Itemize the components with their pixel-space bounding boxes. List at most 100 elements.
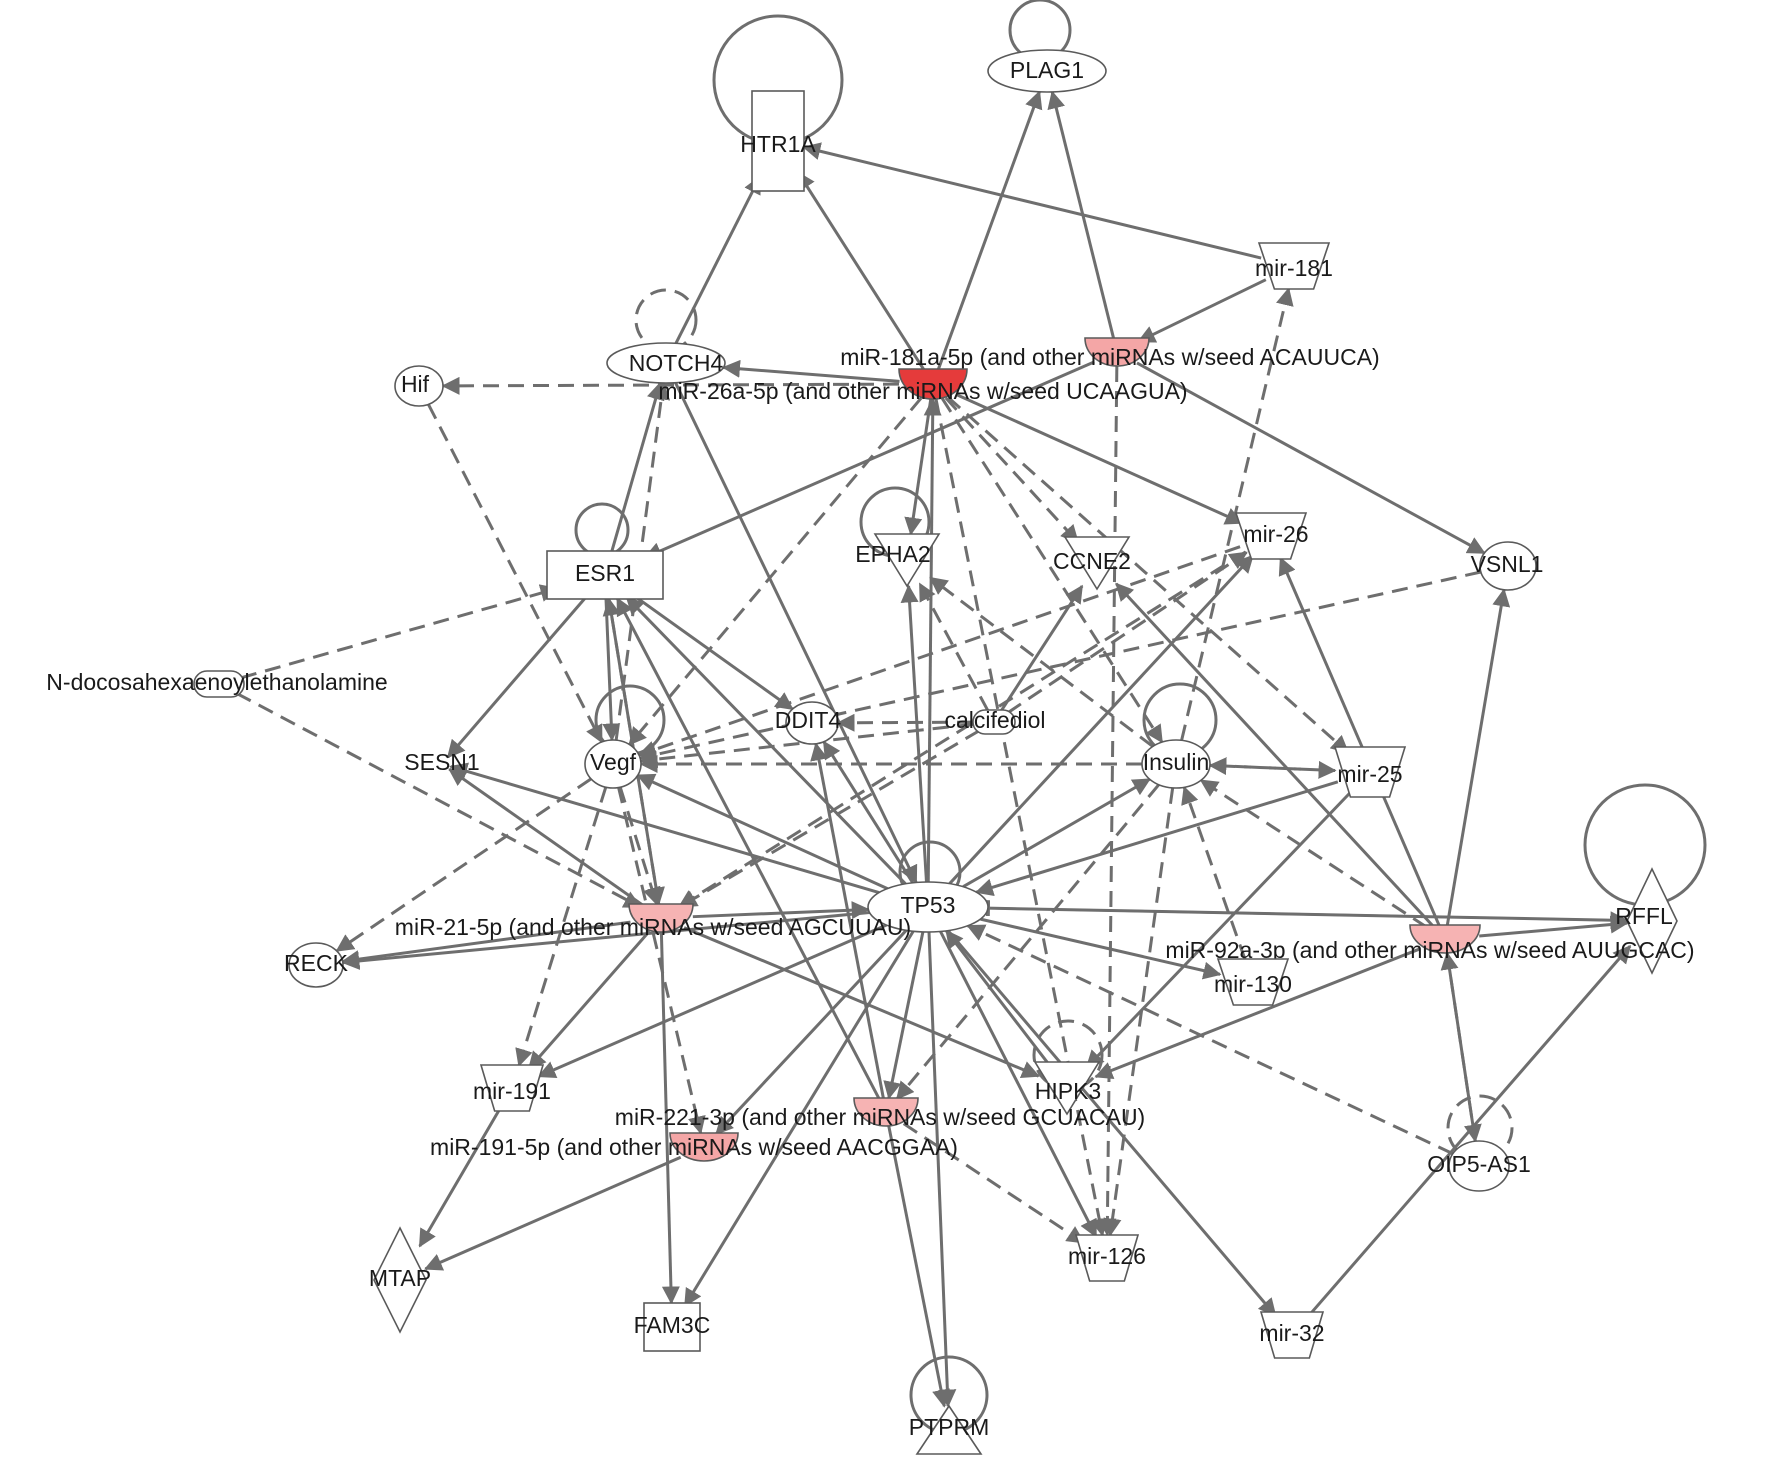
node-mir126[interactable]: mir-126 [1068,1234,1146,1282]
node-FAM3C[interactable]: FAM3C [634,1302,711,1352]
node-miR26a[interactable]: miR-26a-5p (and other miRNAs w/seed UCAA… [658,368,1188,404]
node-label-mir126: mir-126 [1068,1243,1146,1269]
node-shape-HTR1A[interactable] [751,90,805,192]
node-shape-CCNE2[interactable] [1063,536,1131,591]
edge-miR26a-to-NOTCH4 [721,359,900,383]
node-OIP5[interactable]: OIP5-AS1 [1427,1140,1531,1192]
node-EPHA2[interactable]: EPHA2 [855,533,941,588]
edge-Vegf-to-RECK [335,777,592,953]
node-NDEA[interactable]: N-docosahexaenoylethanolamine [46,669,388,698]
node-shape-mir32[interactable] [1259,1311,1325,1359]
node-miR21[interactable]: miR-21-5p (and other miRNAs w/seed AGCUU… [395,903,911,940]
node-miR181a[interactable]: miR-181a-5p (and other miRNAs w/seed ACA… [840,337,1380,370]
node-shape-miR92a[interactable] [1409,924,1481,954]
node-VSNL1[interactable]: VSNL1 [1471,541,1544,591]
edge-miR221-to-PTPRM [887,1125,950,1408]
edge-miR21-to-FAM3C [659,931,680,1305]
node-miR191[interactable]: miR-191-5p (and other miRNAs w/seed AACG… [430,1132,958,1162]
node-shape-RFFL[interactable] [1626,867,1678,975]
node-HTR1A[interactable]: HTR1A [740,90,816,192]
node-HIPK3[interactable]: HIPK3 [1033,1061,1101,1116]
node-mir26[interactable]: mir-26 [1234,512,1309,560]
node-shape-RECK[interactable] [288,942,344,988]
edge-TP53-to-miR221 [883,931,925,1100]
edge-miR26a-to-EPHA2 [904,398,933,536]
node-shape-miR21[interactable] [628,903,694,933]
node-label-miR21: miR-21-5p (and other miRNAs w/seed AGCUU… [395,914,911,940]
node-shape-HIPK3[interactable] [1033,1061,1101,1116]
node-shape-ESR1[interactable] [546,550,664,600]
node-shape-mir191[interactable] [479,1064,545,1112]
node-shape-mir130[interactable] [1216,958,1290,1006]
node-label-CCNE2: CCNE2 [1053,548,1131,574]
node-Vegf[interactable]: Vegf [584,739,642,789]
edge-TP53-to-miR26a [923,397,942,883]
node-shape-mir26[interactable] [1234,512,1308,560]
node-mir130[interactable]: mir-130 [1214,958,1292,1006]
node-RECK[interactable]: RECK [284,942,349,988]
node-mir181[interactable]: mir-181 [1255,242,1333,290]
edge-miR221-to-mir126 [902,1122,1086,1244]
node-shape-miR191[interactable] [669,1132,739,1162]
node-mir191[interactable]: mir-191 [473,1064,551,1112]
node-mir32[interactable]: mir-32 [1259,1311,1325,1359]
node-miR221[interactable]: miR-221-3p (and other miRNAs w/seed GCUA… [615,1097,1145,1130]
edge-RFFL-to-TP53 [985,900,1628,922]
node-SESN1[interactable]: SESN1 [404,749,479,775]
node-shape-miR26a[interactable] [898,368,968,400]
node-shape-PTPRM[interactable] [915,1404,983,1455]
node-shape-DDIT4[interactable] [785,701,839,745]
node-PTPRM[interactable]: PTPRM [909,1404,990,1455]
node-shape-Hif[interactable] [394,365,444,407]
node-label-miR221: miR-221-3p (and other miRNAs w/seed GCUA… [615,1104,1145,1130]
node-shape-NOTCH4[interactable] [606,342,726,384]
edge-Insulin-to-mir181 [1180,287,1294,741]
edge-miR221-to-ESR1 [615,597,881,1100]
node-shape-mir25[interactable] [1333,746,1407,798]
edge-mir25-to-TP53 [974,780,1339,897]
node-label-calcifediol: calcifediol [945,707,1046,733]
node-MTAP[interactable]: MTAP [369,1226,431,1334]
node-shape-FAM3C[interactable] [643,1302,701,1352]
node-DDIT4[interactable]: DDIT4 [775,701,842,745]
edge-TP53-to-RECK [341,911,870,970]
node-shape-PLAG1[interactable] [987,49,1107,93]
edge-calcifediol-to-miR21 [678,729,981,909]
node-shape-miR221[interactable] [853,1097,919,1127]
node-label-PTPRM: PTPRM [909,1414,990,1440]
node-label-mir191: mir-191 [473,1078,551,1104]
node-NOTCH4[interactable]: NOTCH4 [606,342,726,384]
node-shape-mir181[interactable] [1257,242,1331,290]
node-miR92a[interactable]: miR-92a-3p (and other miRNAs w/seed AUUG… [1165,924,1695,963]
node-label-Hif: Hif [401,371,430,397]
node-shape-VSNL1[interactable] [1479,541,1537,591]
node-shape-Insulin[interactable] [1141,739,1211,789]
node-Hif[interactable]: Hif [394,365,444,407]
edge-Vegf-to-miR191 [617,787,706,1135]
node-mir25[interactable]: mir-25 [1333,746,1407,798]
edge-Insulin-to-mir126 [1103,787,1175,1237]
node-ESR1[interactable]: ESR1 [546,550,664,600]
node-shape-OIP5[interactable] [1448,1140,1510,1192]
node-label-PLAG1: PLAG1 [1010,57,1084,83]
edge-mir130-to-Insulin [1181,785,1247,961]
node-shape-EPHA2[interactable] [873,533,941,588]
edge-miR26a-to-PLAG1 [936,90,1043,370]
node-shape-calcifediol[interactable] [972,709,1016,735]
node-shape-Vegf[interactable] [584,739,642,789]
edge-TP53-to-Insulin [962,777,1151,889]
node-shape-mir126[interactable] [1074,1234,1140,1282]
node-PLAG1[interactable]: PLAG1 [987,49,1107,93]
edge-layer [235,0,1707,1435]
node-label-mir25: mir-25 [1337,761,1402,787]
node-TP53[interactable]: TP53 [867,881,989,933]
node-shape-NDEA[interactable] [193,670,245,698]
node-calcifediol[interactable]: calcifediol [945,707,1046,735]
node-shape-miR181a[interactable] [1084,337,1150,367]
node-Insulin[interactable]: Insulin [1141,739,1211,789]
node-CCNE2[interactable]: CCNE2 [1053,536,1131,591]
node-shape-MTAP[interactable] [373,1226,427,1334]
node-RFFL[interactable]: RFFL [1615,867,1678,975]
edge-Insulin-to-EPHA2 [929,576,1154,748]
node-shape-TP53[interactable] [867,881,989,933]
